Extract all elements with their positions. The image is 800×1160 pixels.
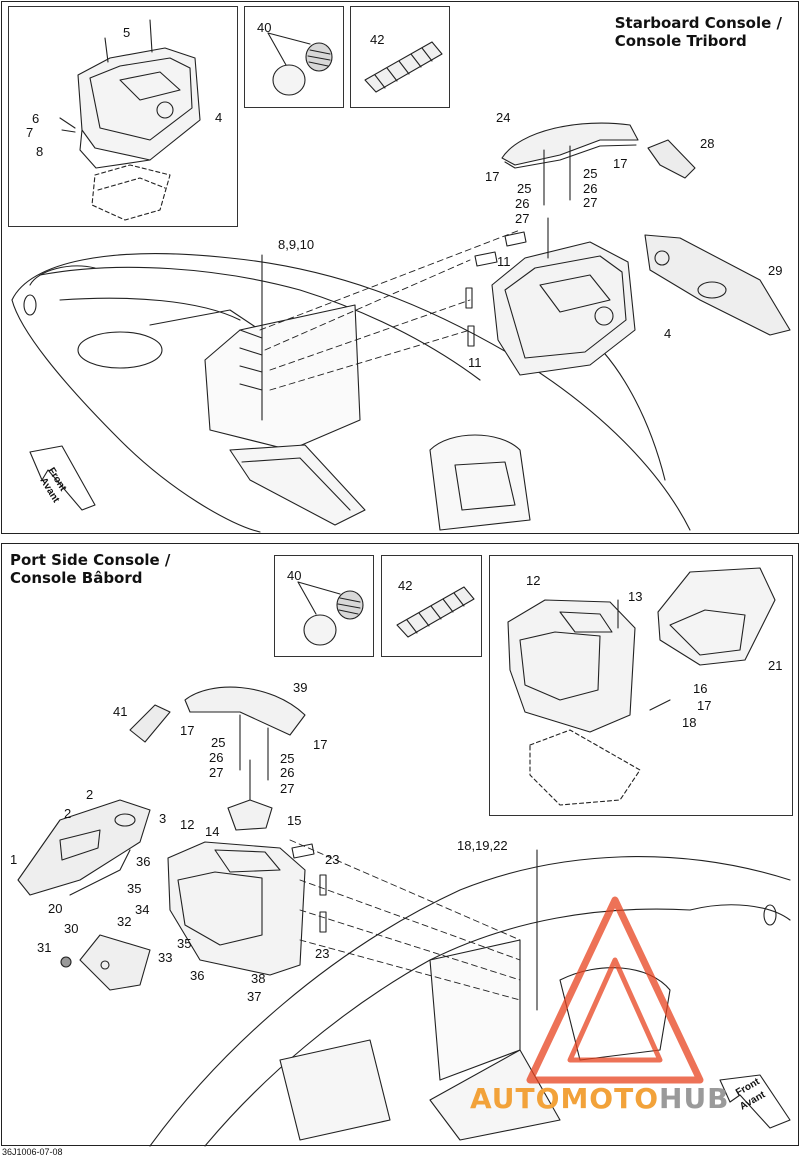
callout: 4: [215, 110, 222, 125]
port-title-line1: Port Side Console /: [10, 551, 171, 569]
callout: 36: [190, 968, 204, 983]
callout: 25: [517, 181, 531, 196]
callout: 40: [287, 568, 301, 583]
document-code: 36J1006-07-08: [2, 1147, 63, 1157]
watermark-text: AUTOMOTOHUB: [470, 1082, 730, 1115]
callout: 41: [113, 704, 127, 719]
callout: 8: [36, 144, 43, 159]
callout: 25: [211, 735, 225, 750]
callout: 38: [251, 971, 265, 986]
callout: 12: [526, 573, 540, 588]
callout: 7: [26, 125, 33, 140]
callout: 4: [664, 326, 671, 341]
callout: 37: [247, 989, 261, 1004]
callout: 2: [86, 787, 93, 802]
callout: 32: [117, 914, 131, 929]
callout: 24: [496, 110, 510, 125]
callout: 18,19,22: [457, 838, 508, 853]
port-title-line2: Console Bâbord: [10, 569, 143, 587]
callout: 17: [613, 156, 627, 171]
callout: 16: [693, 681, 707, 696]
callout: 27: [280, 781, 294, 796]
callout: 34: [135, 902, 149, 917]
starboard-title-line1: Starboard Console /: [614, 14, 782, 32]
callout: 35: [177, 936, 191, 951]
callout: 26: [583, 181, 597, 196]
callout: 12: [180, 817, 194, 832]
callout: 42: [370, 32, 384, 47]
callout: 36: [136, 854, 150, 869]
assembly-lines-bottom: [289, 839, 521, 1001]
watermark-part2: HUB: [659, 1082, 730, 1115]
boat-hull-bottom-illustration: [149, 849, 791, 1147]
callout-labels-top: 5 40 42 6 7 8 4 24 28 17 25 26 27 17 25 …: [26, 20, 782, 370]
callout: 25: [583, 166, 597, 181]
console-4-right-illustration: [491, 217, 636, 376]
cover-24-illustration: [501, 122, 696, 206]
foam-tube-42-bottom-illustration: [396, 586, 475, 638]
cover-39-illustration: [129, 686, 306, 781]
callout: 20: [48, 901, 62, 916]
callout: 15: [287, 813, 301, 828]
callout: 31: [37, 940, 51, 955]
callout: 39: [293, 680, 307, 695]
callout: 27: [209, 765, 223, 780]
callout: 27: [583, 195, 597, 210]
callout-labels-bottom: 40 42 12 13 21 16 17 18 39 41 17 25 26 2…: [10, 568, 782, 1004]
plug-40-top-illustration: [267, 32, 333, 96]
callout: 13: [628, 589, 642, 604]
console-12-illustration: [167, 841, 306, 976]
callout: 2: [64, 806, 71, 821]
bracket-1-illustration: [17, 799, 151, 896]
callout: 5: [123, 25, 130, 40]
cup-14-illustration: [227, 759, 273, 831]
callout: 17: [180, 723, 194, 738]
callout: 33: [158, 950, 172, 965]
callout: 11: [497, 254, 511, 269]
callout: 17: [697, 698, 711, 713]
callout: 26: [209, 750, 223, 765]
starboard-title: Starboard Console / Console Tribord: [615, 14, 782, 50]
boat-hull-top-illustration: [11, 253, 691, 533]
callout: 17: [313, 737, 327, 752]
callout: 25: [280, 751, 294, 766]
callout: 26: [280, 765, 294, 780]
callout: 42: [398, 578, 412, 593]
callout: 23: [325, 852, 339, 867]
spacers-23-bottom: [291, 843, 327, 933]
plug-40-bottom-illustration: [297, 581, 364, 646]
callout: 28: [700, 136, 714, 151]
callout: 30: [64, 921, 78, 936]
callout: 11: [468, 355, 482, 370]
direction-arrows-8-9-10: [239, 254, 263, 421]
callout: 29: [768, 263, 782, 278]
callout: 1: [10, 852, 17, 867]
callout: 6: [32, 111, 39, 126]
spacers-11-top: [465, 231, 527, 347]
callout: 27: [515, 211, 529, 226]
callout: 18: [682, 715, 696, 730]
callout: 40: [257, 20, 271, 35]
console-12-inset-illustration: [507, 567, 776, 806]
front-arrow-bottom: [719, 1074, 791, 1129]
foam-tube-42-top-illustration: [364, 41, 443, 93]
cover-30-illustration: [60, 934, 151, 991]
watermark-logo-triangle: [526, 896, 704, 1084]
callout: 23: [315, 946, 329, 961]
callout: 26: [515, 196, 529, 211]
console-4-inset-illustration: [59, 19, 201, 221]
port-title: Port Side Console / Console Bâbord: [10, 551, 170, 587]
callout: 14: [205, 824, 219, 839]
callout: 35: [127, 881, 141, 896]
front-arrow-top: [29, 445, 96, 511]
liner-29-illustration: [644, 234, 791, 336]
starboard-title-line2: Console Tribord: [614, 32, 747, 50]
watermark-part1: AUTOMOTO: [470, 1082, 660, 1115]
callout: 3: [159, 811, 166, 826]
assembly-lines-top: [259, 229, 521, 391]
callout: 8,9,10: [278, 237, 314, 252]
callout: 17: [485, 169, 499, 184]
callout: 21: [768, 658, 782, 673]
